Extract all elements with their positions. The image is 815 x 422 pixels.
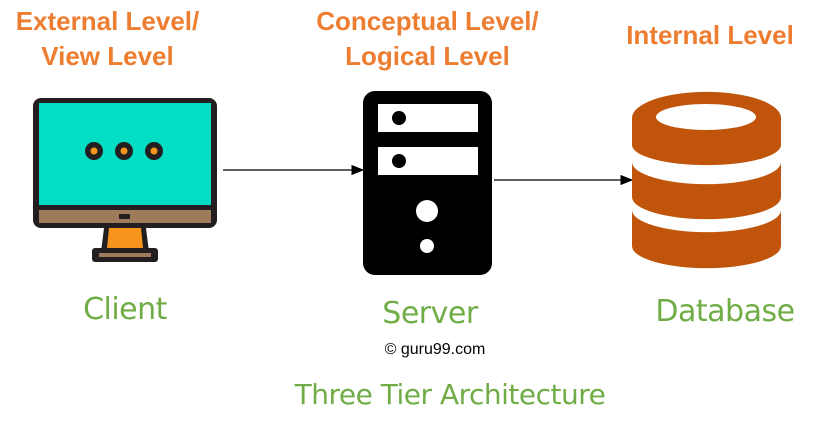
server-icon — [363, 91, 492, 275]
server-label: Server — [382, 296, 478, 331]
diagram-caption: Three Tier Architecture — [294, 378, 606, 411]
title-line: Internal Level — [626, 20, 794, 50]
internal-level-title: Internal Level — [605, 18, 815, 53]
title-line: Logical Level — [345, 41, 510, 71]
client-label: Client — [83, 292, 167, 327]
conceptual-level-title: Conceptual Level/ Logical Level — [300, 4, 555, 74]
title-line: View Level — [41, 41, 174, 71]
external-level-title: External Level/ View Level — [0, 4, 215, 74]
monitor-icon — [33, 98, 217, 262]
title-line: Conceptual Level/ — [316, 6, 539, 36]
copyright-text: © guru99.com — [384, 341, 486, 358]
database-icon — [632, 91, 781, 269]
title-line: External Level/ — [15, 6, 200, 36]
database-label: Database — [655, 294, 795, 329]
